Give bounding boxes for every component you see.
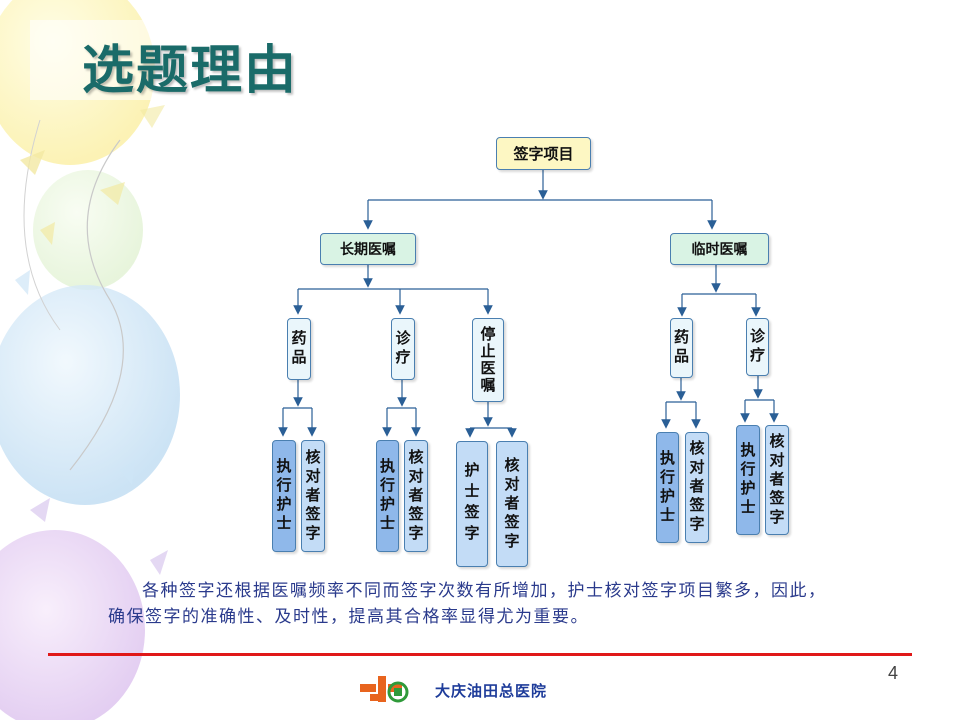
leaf-nurse-signature: 护士签字 xyxy=(456,441,488,567)
node-temp-medicine: 药品 xyxy=(670,318,693,378)
node-long-term-orders: 长期医嘱 xyxy=(320,233,416,265)
hospital-logo-icon xyxy=(360,676,409,703)
page-number: 4 xyxy=(888,663,899,683)
leaf-checker-signature: 核对者签字 xyxy=(765,425,789,535)
leaf-checker-signature: 核对者签字 xyxy=(404,440,428,552)
leaf-checker-signature: 核对者签字 xyxy=(301,440,325,552)
hospital-name: 大庆油田总医院 xyxy=(435,682,548,700)
leaf-executing-nurse: 执行护士 xyxy=(656,432,679,543)
leaf-executing-nurse: 执行护士 xyxy=(376,440,399,552)
footer-divider xyxy=(48,653,912,656)
node-long-medicine: 药品 xyxy=(287,318,311,380)
leaf-checker-signature: 核对者签字 xyxy=(685,432,709,543)
node-long-treatment: 诊疗 xyxy=(391,318,415,380)
slide-title: 选题理由 xyxy=(82,41,299,101)
node-temp-treatment: 诊疗 xyxy=(746,318,769,376)
node-stop-orders: 停止医嘱 xyxy=(472,318,504,402)
leaf-checker-signature: 核对者签字 xyxy=(496,441,528,567)
explanation-paragraph: 各种签字还根据医嘱频率不同而签字次数有所增加，护士核对签字项目繁多，因此，确保签… xyxy=(108,581,827,627)
node-temporary-orders: 临时医嘱 xyxy=(670,233,769,265)
root-node: 签字项目 xyxy=(496,137,591,170)
leaf-executing-nurse: 执行护士 xyxy=(272,440,296,552)
leaf-executing-nurse: 执行护士 xyxy=(736,425,760,535)
